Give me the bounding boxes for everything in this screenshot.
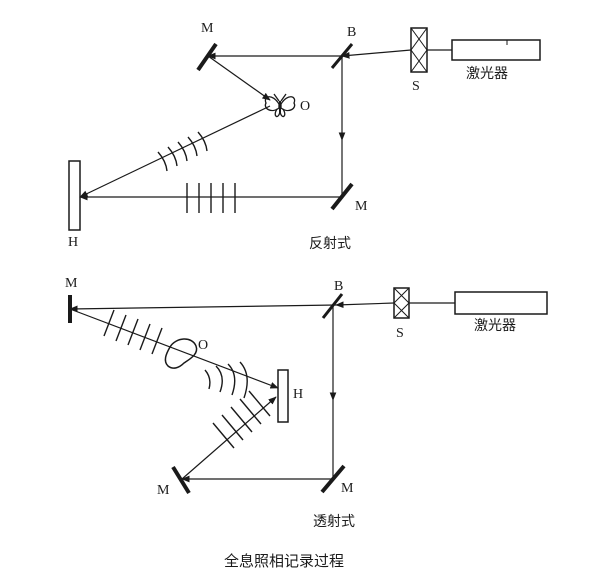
mirror-bottom-right-top (330, 182, 354, 211)
reflection-setup: 激光器 S B M M O H (68, 21, 541, 252)
illumination-wavefronts-bottom (103, 309, 163, 355)
beam-to-splitter-top (341, 49, 412, 59)
shutter-cross-top (410, 27, 428, 73)
laser-label-top: 激光器 (466, 65, 508, 82)
object-label-top: O (300, 99, 310, 114)
plate-label-top: H (68, 235, 78, 250)
reference-wavefronts-bottom (212, 390, 271, 449)
beam-to-mirror-bottom (69, 304, 337, 313)
mirror-top-left (196, 42, 218, 72)
mirror-label-bottom-top: M (355, 199, 368, 214)
object-wavefronts-top (157, 131, 208, 172)
shutter-label-bottom: S (396, 326, 404, 341)
reference-to-plate-bottom (181, 396, 277, 480)
shutter-cross-bottom (393, 287, 410, 319)
object-label-bottom: O (198, 338, 208, 353)
shutter-bottom (393, 287, 410, 319)
reference-wavefronts-top (186, 183, 236, 213)
beam-to-splitter-bottom (335, 301, 395, 309)
beam-mirror-to-plate (69, 308, 279, 389)
caption-reflection: 反射式 (309, 236, 351, 252)
butterfly-object-icon (264, 93, 296, 118)
beam-splitter-bottom (321, 293, 344, 319)
mirror-label-right-bottom: M (341, 481, 354, 496)
mirror-label-left-bottom: M (157, 483, 170, 498)
shutter-label-top: S (412, 79, 420, 94)
object-beam-to-plate (79, 105, 271, 198)
laser-box-bottom (454, 291, 548, 315)
plate-label-bottom: H (293, 387, 303, 402)
laser-box-top (451, 39, 541, 61)
mirror-right-bottom (320, 464, 346, 494)
beam-splitter-label-top: B (347, 25, 356, 40)
caption-transmission: 透射式 (313, 514, 355, 530)
mirror-label-top-left: M (201, 21, 214, 36)
object-wavefronts-bottom (204, 361, 248, 399)
figure-caption: 全息照相记录过程 (224, 552, 344, 570)
mirror-label-top-left-bottom: M (65, 276, 78, 291)
plate-bottom (277, 369, 289, 423)
plate-top (68, 160, 81, 231)
mirror-left-bottom (171, 465, 191, 495)
shutter-top (410, 27, 428, 73)
laser-label-bottom: 激光器 (474, 317, 516, 334)
transmission-setup: 激光器 S B M M M O H (65, 276, 548, 530)
beam-mirror-to-object (207, 55, 271, 101)
beam-splitter-label-bottom: B (334, 279, 343, 294)
beam-splitter-top (330, 43, 354, 69)
transparency-object-icon (164, 338, 198, 369)
